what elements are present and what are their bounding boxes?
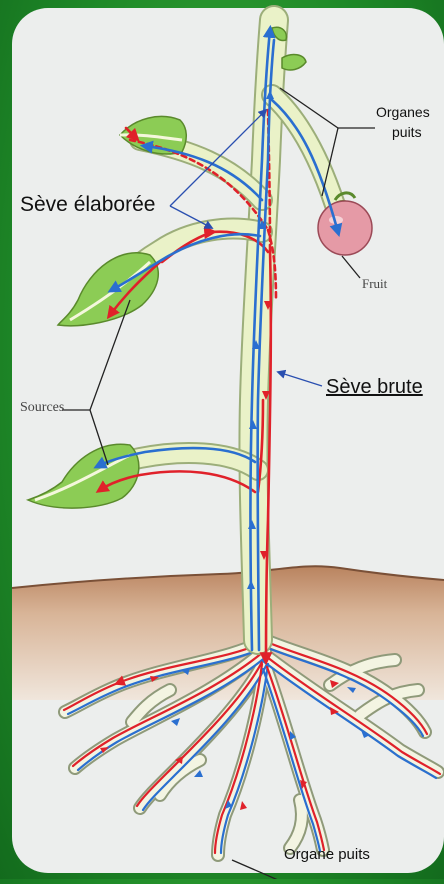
label-organes-puits-line2: puits <box>392 124 422 140</box>
label-seve-brute: Sève brute <box>326 376 423 399</box>
label-seve-elaboree: Sève élaborée <box>20 193 155 217</box>
label-organes-puits-line1: Organes <box>376 104 430 120</box>
label-fruit: Fruit <box>362 276 387 292</box>
label-sources: Sources <box>20 400 64 416</box>
label-organe-puits: Organe puits <box>284 846 370 863</box>
